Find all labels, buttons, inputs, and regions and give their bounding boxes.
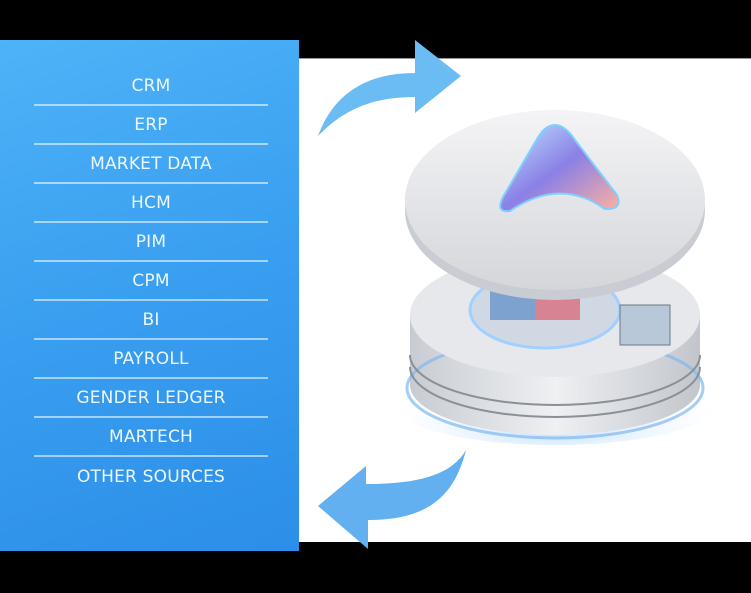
data-sources-list: CRM ERP MARKET DATA HCM PIM CPM BI PAYRO… <box>34 67 268 496</box>
source-item-market-data: MARKET DATA <box>34 145 268 184</box>
data-hub-device-illustration <box>395 110 715 445</box>
source-item-crm: CRM <box>34 67 268 106</box>
source-item-payroll: PAYROLL <box>34 340 268 379</box>
source-item-gender-ledger: GENDER LEDGER <box>34 379 268 418</box>
source-item-martech: MARTECH <box>34 418 268 457</box>
source-item-bi: BI <box>34 301 268 340</box>
source-item-other-sources: OTHER SOURCES <box>76 466 226 487</box>
source-item-erp: ERP <box>34 106 268 145</box>
source-item-pim: PIM <box>34 223 268 262</box>
data-sources-panel: CRM ERP MARKET DATA HCM PIM CPM BI PAYRO… <box>0 40 299 551</box>
arrow-right-icon <box>318 40 461 136</box>
source-item-hcm: HCM <box>34 184 268 223</box>
source-item-cpm: CPM <box>34 262 268 301</box>
arrow-left-icon <box>318 450 466 549</box>
